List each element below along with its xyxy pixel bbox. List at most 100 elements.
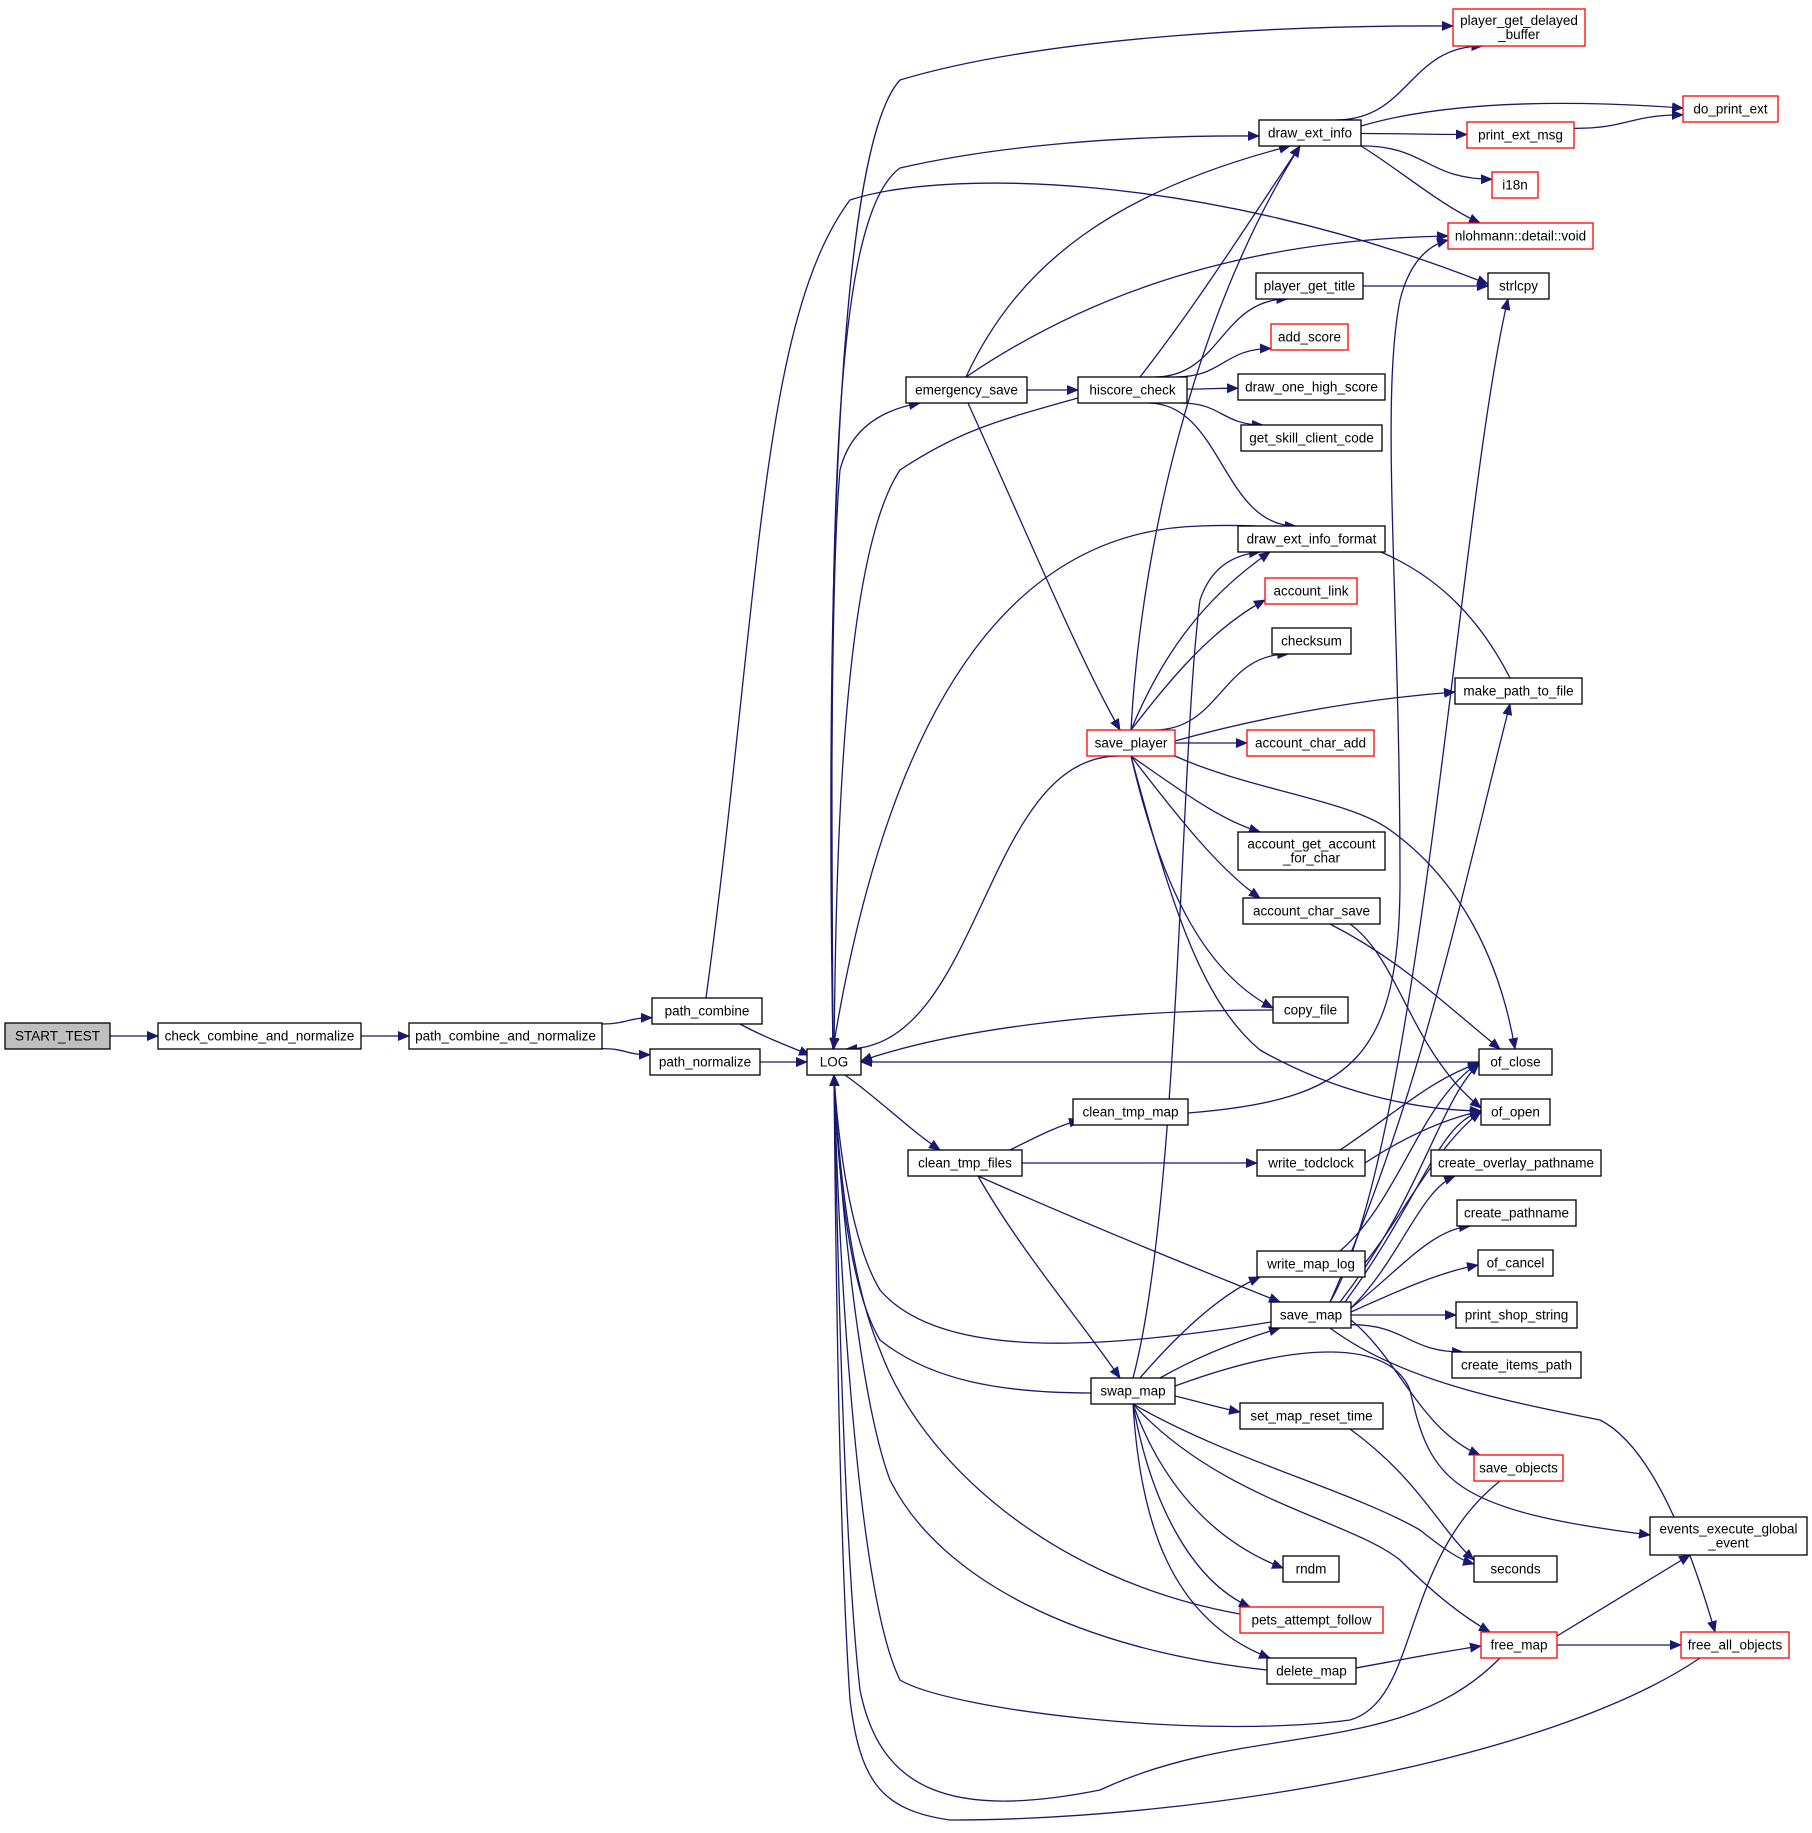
node-write-todclock[interactable]: write_todclock	[1256, 1149, 1366, 1177]
node-label: check_combine_and_normalize	[165, 1029, 355, 1044]
node-account-get-account-for-char[interactable]: account_get_account_for_char	[1237, 831, 1386, 871]
edge-swap-map-to-rndm	[1132, 1403, 1284, 1569]
node-create-overlay-pathname[interactable]: create_overlay_pathname	[1430, 1149, 1602, 1177]
node-set-map-reset-time[interactable]: set_map_reset_time	[1239, 1402, 1384, 1430]
node-events-execute-global-event[interactable]: events_execute_global_event	[1649, 1516, 1808, 1556]
node-copy-file[interactable]: copy_file	[1272, 996, 1349, 1024]
node-strlcpy[interactable]: strlcpy	[1487, 272, 1550, 300]
node-label: swap_map	[1100, 1384, 1165, 1399]
node-swap-map[interactable]: swap_map	[1090, 1377, 1176, 1405]
node-clean-tmp-map[interactable]: clean_tmp_map	[1072, 1098, 1189, 1126]
node-draw-one-high-score[interactable]: draw_one_high_score	[1237, 373, 1386, 401]
node-label: print_shop_string	[1465, 1308, 1569, 1323]
node-box	[1256, 1250, 1366, 1278]
edge-save-player-to-draw-ext-info-format	[1130, 551, 1271, 731]
node-path-combine[interactable]: path_combine	[651, 997, 763, 1025]
node-print-ext-msg[interactable]: print_ext_msg	[1466, 121, 1575, 149]
node-save-player[interactable]: save_player	[1086, 729, 1176, 757]
node-checksum[interactable]: checksum	[1271, 627, 1352, 655]
node-of-cancel[interactable]: of_cancel	[1477, 1249, 1554, 1277]
node-box	[806, 1048, 862, 1076]
node-get-skill-client-code[interactable]: get_skill_client_code	[1240, 424, 1383, 452]
node-path-normalize[interactable]: path_normalize	[649, 1048, 761, 1076]
edge-hiscore-check-to-draw-one-high-score	[1186, 383, 1239, 394]
node-label: save_player	[1095, 736, 1168, 751]
node-write-map-log[interactable]: write_map_log	[1256, 1250, 1366, 1278]
node-box	[1270, 323, 1349, 351]
edge-save-objects-to-log	[829, 1074, 1501, 1728]
edge-draw-ext-info-to-i18n	[1360, 145, 1493, 185]
node-save-objects[interactable]: save_objects	[1473, 1454, 1564, 1482]
node-label: i18n	[1502, 178, 1528, 193]
edge-save-player-to-of-close	[1174, 755, 1519, 1050]
node-do-print-ext[interactable]: do_print_ext	[1682, 95, 1779, 123]
node-box	[1237, 373, 1386, 401]
edge-swap-map-to-draw-ext-info-format	[1132, 548, 1261, 1379]
edge-print-ext-msg-to-do-print-ext	[1573, 109, 1684, 130]
node-label: draw_ext_info	[1268, 126, 1352, 141]
node-box	[4, 1022, 111, 1050]
node-box	[905, 376, 1028, 404]
edge-swap-map-to-save-map	[1159, 1326, 1281, 1379]
node-box	[1680, 1631, 1790, 1659]
node-rndm[interactable]: rndm	[1282, 1555, 1340, 1583]
node-nlohmann-void[interactable]: nlohmann::detail::void	[1447, 222, 1594, 250]
node-box	[1272, 996, 1349, 1024]
node-of-close[interactable]: of_close	[1478, 1048, 1553, 1076]
edge-save-map-to-create-items-path	[1350, 1324, 1465, 1357]
node-box	[1266, 1657, 1357, 1685]
node-label: add_score	[1278, 330, 1341, 345]
node-label: write_map_log	[1266, 1257, 1355, 1272]
node-label: draw_one_high_score	[1245, 380, 1378, 395]
node-label: rndm	[1296, 1562, 1327, 1577]
node-of-open[interactable]: of_open	[1480, 1098, 1551, 1126]
node-draw-ext-info-format[interactable]: draw_ext_info_format	[1237, 525, 1386, 553]
node-label: set_map_reset_time	[1250, 1409, 1372, 1424]
node-box	[651, 997, 763, 1025]
edge-clean-tmp-files-to-clean-tmp-map	[1009, 1117, 1081, 1151]
edge-save-player-to-account-link	[1130, 599, 1266, 731]
node-seconds[interactable]: seconds	[1473, 1555, 1558, 1583]
edge-save-map-to-make-path-to-file	[1329, 703, 1513, 1303]
node-free-map[interactable]: free_map	[1480, 1631, 1558, 1659]
node-label: create_items_path	[1461, 1358, 1572, 1373]
node-add-score[interactable]: add_score	[1270, 323, 1349, 351]
node-make-path-to-file[interactable]: make_path_to_file	[1454, 677, 1583, 705]
node-player-get-delayed-buffer[interactable]: player_get_delayed_buffer	[1452, 8, 1586, 47]
node-label: strlcpy	[1499, 279, 1538, 294]
node-label: get_skill_client_code	[1249, 431, 1374, 446]
edges-layer	[110, 20, 1717, 1821]
edge-swap-map-to-free-map	[1132, 1403, 1491, 1633]
edge-save-map-to-save-objects	[1350, 1319, 1481, 1456]
node-i18n[interactable]: i18n	[1491, 171, 1539, 199]
edge-hiscore-check-to-add-score	[1175, 343, 1272, 378]
node-check-combine-and-normalize[interactable]: check_combine_and_normalize	[157, 1022, 362, 1050]
node-account-char-save[interactable]: account_char_save	[1242, 897, 1381, 925]
node-hiscore-check[interactable]: hiscore_check	[1077, 376, 1188, 404]
node-player-get-title[interactable]: player_get_title	[1255, 272, 1364, 300]
node-pets-attempt-follow[interactable]: pets_attempt_follow	[1239, 1606, 1384, 1634]
node-label: nlohmann::detail::void	[1455, 229, 1586, 244]
node-log[interactable]: LOG	[806, 1048, 862, 1076]
node-emergency-save[interactable]: emergency_save	[905, 376, 1028, 404]
node-label: hiscore_check	[1089, 383, 1176, 398]
edge-save-player-to-account-get-account-for-char	[1130, 755, 1261, 834]
node-clean-tmp-files[interactable]: clean_tmp_files	[907, 1149, 1023, 1177]
node-print-shop-string[interactable]: print_shop_string	[1455, 1301, 1578, 1329]
node-create-pathname[interactable]: create_pathname	[1456, 1199, 1577, 1227]
node-box	[1473, 1555, 1558, 1583]
node-create-items-path[interactable]: create_items_path	[1451, 1351, 1582, 1379]
node-save-map[interactable]: save_map	[1270, 1301, 1352, 1329]
node-account-char-add[interactable]: account_char_add	[1246, 729, 1375, 757]
edge-delete-map-to-log	[829, 1074, 1268, 1671]
node-delete-map[interactable]: delete_map	[1266, 1657, 1357, 1685]
node-label: START_TEST	[15, 1029, 100, 1044]
edge-set-map-reset-time-to-seconds	[1349, 1428, 1475, 1561]
node-account-link[interactable]: account_link	[1264, 577, 1358, 605]
node-draw-ext-info[interactable]: draw_ext_info	[1258, 119, 1362, 147]
node-label: create_pathname	[1464, 1206, 1569, 1221]
node-free-all-objects[interactable]: free_all_objects	[1680, 1631, 1790, 1659]
node-start-test[interactable]: START_TEST	[4, 1022, 111, 1050]
node-box	[1473, 1454, 1564, 1482]
node-path-combine-and-normalize[interactable]: path_combine_and_normalize	[408, 1022, 603, 1050]
